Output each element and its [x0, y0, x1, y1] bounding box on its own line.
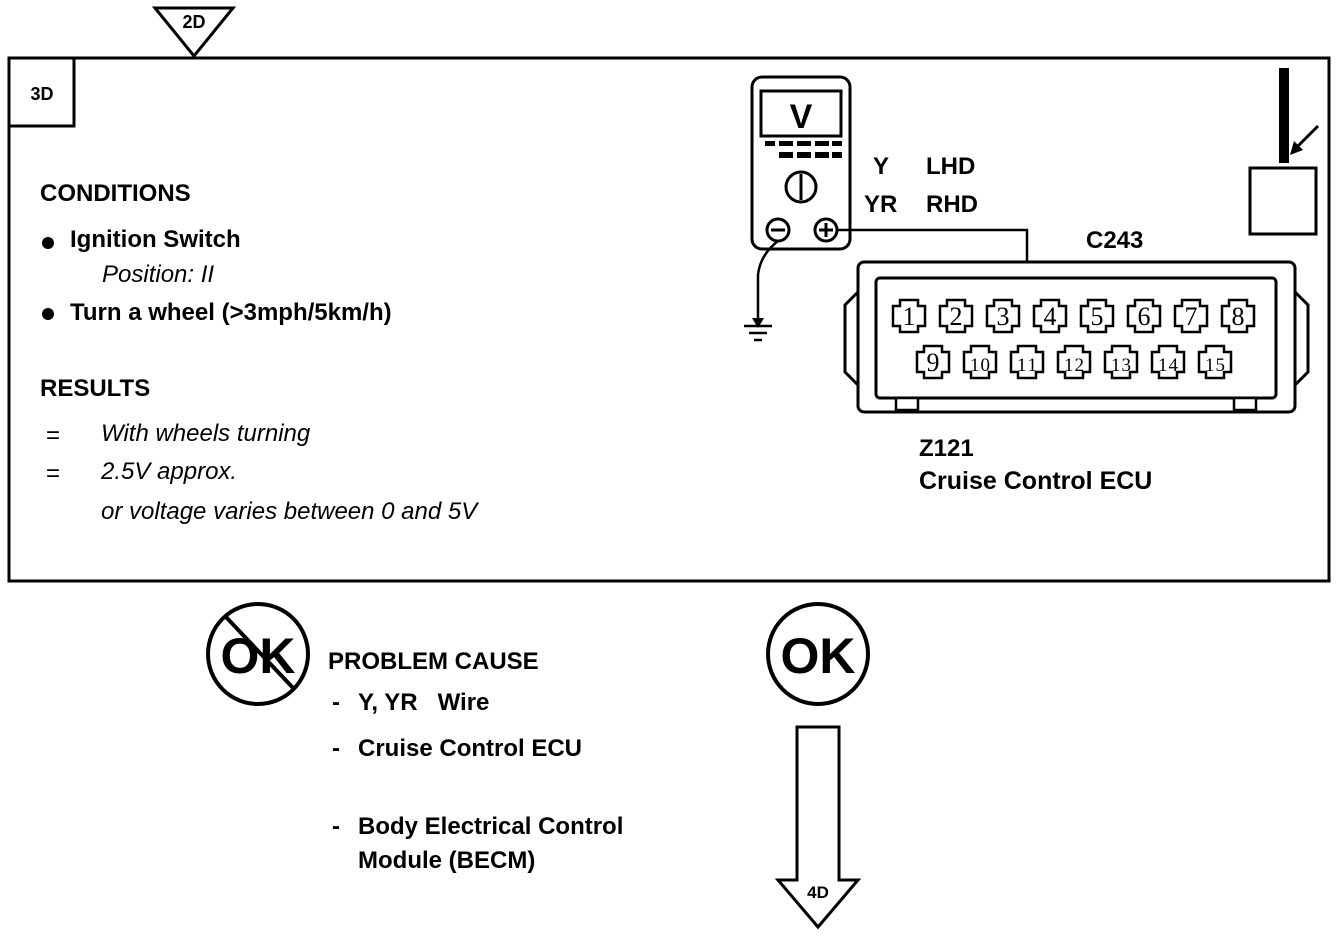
bullet	[42, 237, 54, 249]
result-line: or voltage varies between 0 and 5V	[101, 498, 478, 525]
connector-pin-7: 7	[1173, 298, 1209, 334]
connector-housing	[843, 260, 1310, 414]
connector-pin-6: 6	[1126, 298, 1162, 334]
condition-ignition-position: Position: II	[102, 261, 215, 288]
connector-pin-1: 1	[891, 298, 927, 334]
entry-step-label: 2D	[182, 12, 205, 32]
pin-number: 6	[1138, 302, 1151, 331]
cause-dash: -	[332, 735, 340, 762]
problem-cause-heading: PROBLEM CAUSE	[328, 648, 539, 675]
cause-dash: -	[332, 689, 340, 716]
pin-number: 8	[1232, 302, 1245, 331]
result-marker: =	[46, 422, 61, 449]
pin-number: 15	[1205, 355, 1225, 376]
connector-pin-8: 8	[1220, 298, 1256, 334]
result-line: 2.5V approx.	[101, 458, 238, 485]
cause-dash: -	[332, 813, 340, 840]
ground-lead	[756, 240, 779, 325]
pin-number: 2	[950, 302, 963, 331]
connector-pin-15: 15	[1197, 344, 1233, 380]
cause-item: Y, YR Wire	[358, 689, 490, 716]
connector-pin-4: 4	[1032, 298, 1068, 334]
connector-pin-2: 2	[938, 298, 974, 334]
connector-pin-3: 3	[985, 298, 1021, 334]
ignition-switch-icon	[1248, 68, 1320, 236]
connector-pin-13: 13	[1103, 344, 1139, 380]
connector-pin-10: 10	[962, 344, 998, 380]
pin-number: 5	[1091, 302, 1104, 331]
cause-item: Body Electrical Control	[358, 813, 624, 840]
connector-pin-11: 11	[1009, 344, 1045, 380]
pin-number: 4	[1044, 302, 1057, 331]
pin-number: 3	[997, 302, 1010, 331]
meter-display-letter: V	[790, 98, 813, 136]
not-ok-symbol-text: OK	[221, 628, 296, 684]
ok-symbol: OK	[766, 602, 870, 706]
condition-turn-wheel: Turn a wheel (>3mph/5km/h)	[70, 299, 392, 326]
pin-number: 12	[1064, 355, 1084, 376]
cause-item: Module (BECM)	[358, 847, 536, 874]
pin-number: 7	[1185, 302, 1198, 331]
pin-number: 13	[1111, 355, 1131, 376]
wire-color: Y	[873, 153, 890, 180]
step-id-box	[7, 56, 76, 128]
ok-symbol-text: OK	[781, 628, 856, 684]
step-id-label: 3D	[30, 84, 53, 104]
connector-pin-9: 9	[915, 344, 951, 380]
results-heading: RESULTS	[40, 375, 151, 402]
bullet	[42, 308, 54, 320]
pin-number: 9	[927, 348, 940, 377]
pin-number: 11	[1017, 355, 1037, 376]
wire-color: YR	[864, 191, 898, 218]
pin-number: 14	[1158, 355, 1179, 376]
connector-pin-5: 5	[1079, 298, 1115, 334]
connector-id: C243	[1086, 227, 1144, 254]
connector-pin-12: 12	[1056, 344, 1092, 380]
component-id: Z121	[919, 435, 974, 462]
next-step-label: 4D	[807, 883, 829, 902]
component-name: Cruise Control ECU	[919, 467, 1153, 495]
result-marker: =	[46, 460, 61, 487]
cause-item: Cruise Control ECU	[358, 735, 583, 762]
pin-number: 10	[970, 355, 990, 376]
wire-side: RHD	[926, 191, 978, 218]
pin-number: 1	[903, 302, 916, 331]
connector-pin-14: 14	[1150, 344, 1186, 380]
entry-step-arrow	[151, 6, 237, 59]
ground-arrow-icon	[752, 318, 764, 328]
not-ok-symbol: OK	[206, 602, 310, 706]
condition-ignition-switch: Ignition Switch	[70, 226, 241, 253]
result-line: With wheels turning	[101, 420, 311, 447]
next-step-arrow	[774, 725, 862, 930]
conditions-heading: CONDITIONS	[40, 180, 191, 207]
wire-side: LHD	[926, 153, 976, 180]
